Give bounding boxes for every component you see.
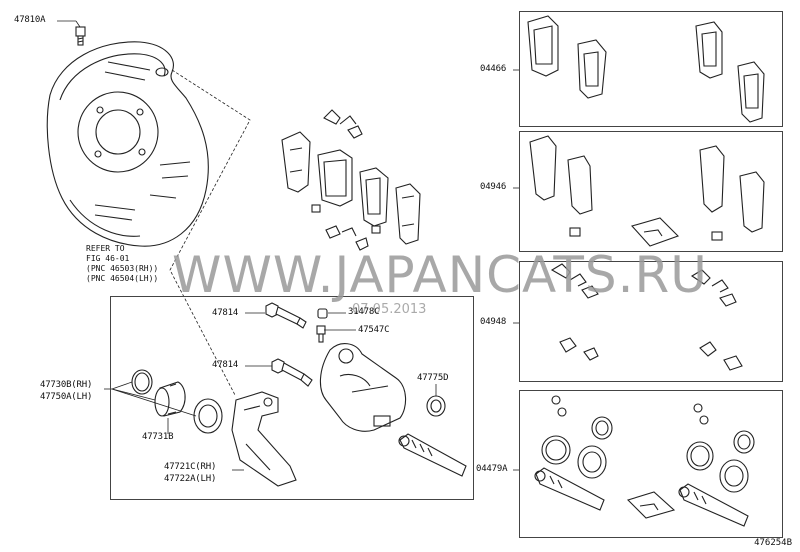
- caliper-icon: [319, 343, 407, 432]
- pad-kit-box: [519, 11, 783, 127]
- label-04479A[interactable]: 04479A: [476, 464, 508, 474]
- label-47775D[interactable]: 47775D: [417, 373, 449, 383]
- boot-icon: [193, 395, 446, 434]
- anti-squeal-shim-icon: [529, 135, 765, 241]
- refer-line-1: REFER TO: [86, 244, 125, 253]
- diagram-ref-number: 476254B: [754, 538, 792, 548]
- pad-clip-icon: [550, 263, 743, 371]
- label-47814-upper[interactable]: 47814: [212, 308, 239, 318]
- label-47721C[interactable]: 47721C(RH): [164, 462, 217, 472]
- label-04946[interactable]: 04946: [480, 182, 507, 192]
- watermark-site: WWW.JAPANCATS.RU: [172, 246, 708, 304]
- slide-pin-icon: [265, 302, 467, 477]
- refer-line-2[interactable]: FIG 46-01: [86, 254, 130, 263]
- seal-kit-box: [519, 390, 783, 538]
- shim-kit-box: [519, 131, 783, 252]
- dust-shield-icon: [46, 41, 209, 247]
- refer-line-4: (PNC 46504(LH)): [86, 274, 159, 283]
- label-47810A[interactable]: 47810A: [14, 15, 46, 25]
- brake-pad-icon: [527, 15, 765, 123]
- pad-clip-icon: [311, 109, 381, 251]
- refer-note: REFER TO FIG 46-01 (PNC 46503(RH)) (PNC …: [86, 244, 158, 284]
- seal-ring-icon: [541, 395, 755, 493]
- label-47722A[interactable]: 47722A(LH): [164, 474, 217, 484]
- refer-line-3: (PNC 46503(RH)): [86, 264, 159, 273]
- label-47750A[interactable]: 47750A(LH): [40, 392, 93, 402]
- label-47731B[interactable]: 47731B: [142, 432, 174, 442]
- label-47814-lower[interactable]: 47814: [212, 360, 239, 370]
- caliper-bracket-icon: [231, 391, 297, 487]
- label-31478C[interactable]: 31478C: [348, 307, 380, 317]
- label-04948[interactable]: 04948: [480, 317, 507, 327]
- grease-packet-icon: [626, 217, 680, 519]
- watermark-date: 07.05.2013: [352, 302, 427, 317]
- caliper-assembly-box: [110, 296, 474, 500]
- piston-icon: [154, 381, 186, 417]
- bolt-icon: [75, 26, 86, 46]
- label-47730B[interactable]: 47730B(RH): [40, 380, 93, 390]
- label-47547C[interactable]: 47547C: [358, 325, 390, 335]
- slide-pin-icon: [534, 467, 749, 527]
- clip-kit-box: [519, 261, 783, 382]
- bleeder-plug-icon: [316, 308, 328, 343]
- brake-pad-icon: [281, 131, 421, 245]
- label-04466[interactable]: 04466: [480, 64, 507, 74]
